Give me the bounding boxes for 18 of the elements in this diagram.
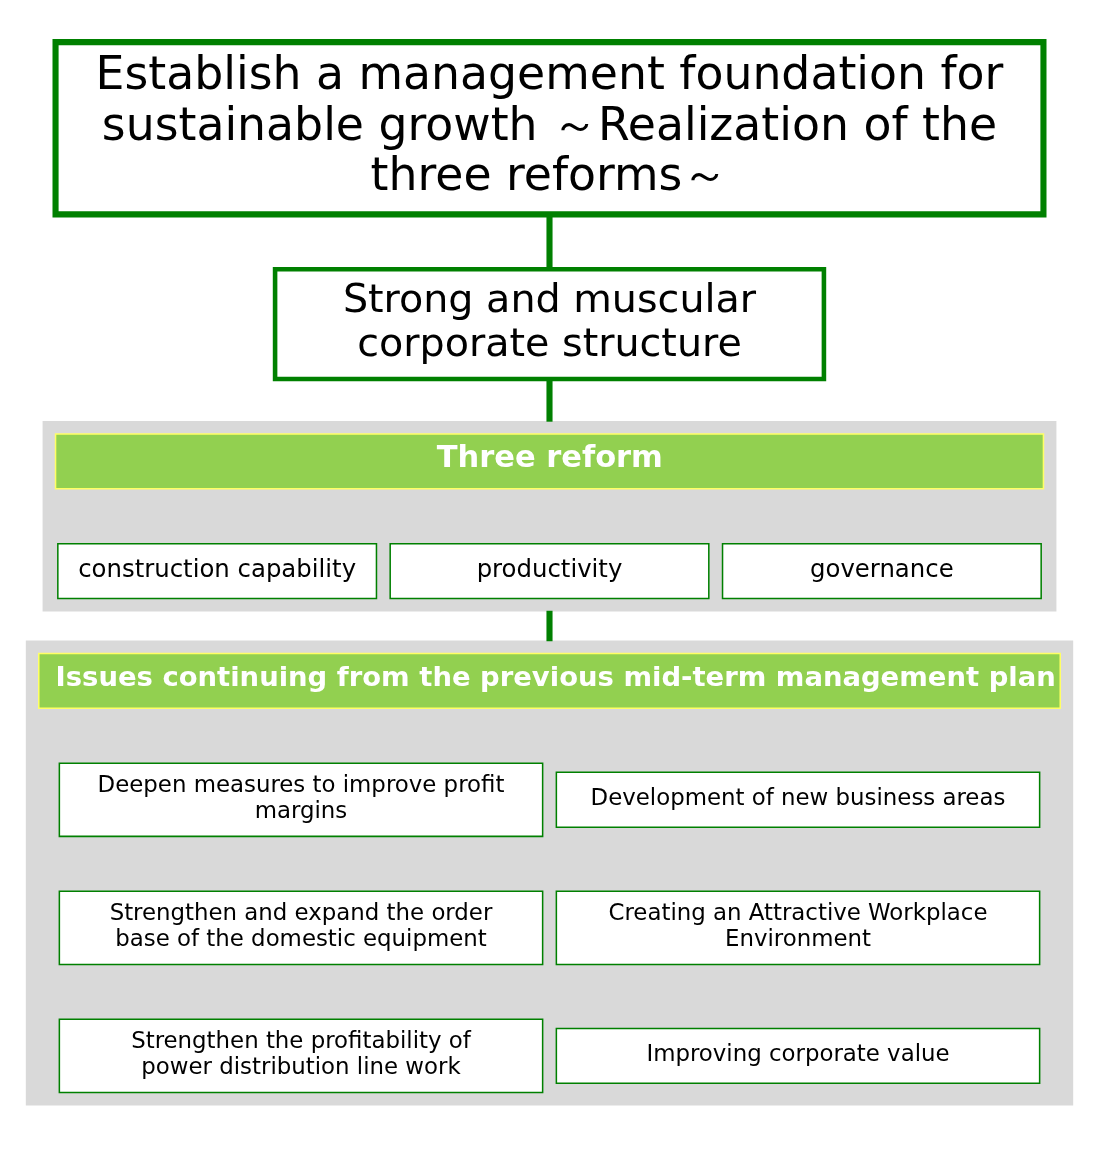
connector: [546, 379, 553, 422]
node-box: governance: [721, 542, 1042, 600]
node-box: Strengthen and expand the order base of the domestic equipment: [58, 890, 544, 966]
node-box: Strong and muscular corporate structure: [272, 266, 827, 382]
cluster: [25, 640, 1074, 1106]
connector: [546, 214, 553, 269]
node-box: productivity: [389, 542, 710, 600]
node-box: Establish a management foundation for sustainable growth ～Realization of the three reforms～: [52, 39, 1047, 218]
node-box: Three reform: [54, 433, 1045, 490]
node-box: Strengthen the profitability of power distribution line work: [58, 1018, 544, 1094]
node-box: Development of new business areas: [555, 771, 1041, 828]
node-box: Deepen measures to improve profit margins: [58, 762, 544, 838]
cluster: [42, 420, 1057, 612]
node-box: Improving corporate value: [555, 1027, 1041, 1085]
connector: [546, 610, 553, 642]
node-box: Issues continuing from the previous mid-term management plan: [38, 652, 1061, 710]
node-box: Creating an Attractive Workplace Environment: [555, 890, 1041, 966]
node-box: construction capability: [57, 542, 378, 600]
